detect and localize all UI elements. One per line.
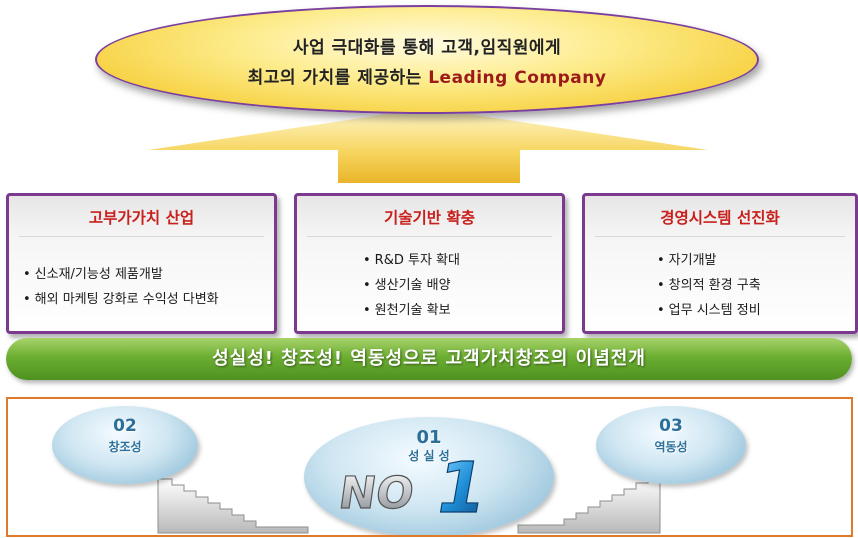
list-item: 창의적 환경 구축 bbox=[657, 273, 761, 298]
list-item: 업무 시스템 정비 bbox=[657, 298, 761, 323]
vision-line-2: 최고의 가치를 제공하는 Leading Company bbox=[97, 63, 757, 88]
digit-one: 1 bbox=[429, 447, 492, 526]
list-item: 신소재/기능성 제품개발 bbox=[23, 262, 219, 287]
vision-accent: Leading Company bbox=[428, 68, 607, 88]
strategy-box-high-value: 고부가가치 산업 신소재/기능성 제품개발 해외 마케팅 강화로 수익성 다변화 bbox=[6, 193, 277, 334]
divider bbox=[595, 236, 845, 237]
value-label: 성 실 성 bbox=[408, 449, 450, 463]
value-circle-dynamism: 03 역동성 bbox=[596, 406, 746, 484]
list-item: 자기개발 bbox=[657, 248, 761, 273]
box-list: 자기개발 창의적 환경 구축 업무 시스템 정비 bbox=[657, 248, 761, 323]
list-item: 원천기술 확보 bbox=[363, 298, 460, 323]
vision-line-1: 사업 극대화를 통해 고객,임직원에게 bbox=[292, 38, 562, 58]
value-circle-sincerity: 01 성 실 성 bbox=[304, 417, 554, 535]
divider bbox=[19, 236, 264, 237]
vision-ellipse: 사업 극대화를 통해 고객,임직원에게 최고의 가치를 제공하는 Leading… bbox=[95, 5, 759, 114]
slogan-bar: 성실성! 창조성! 역동성으로 고객가치창조의 이념전개 bbox=[6, 338, 852, 380]
value-label: 창조성 bbox=[108, 440, 142, 454]
box-title: 고부가가치 산업 bbox=[88, 209, 195, 227]
value-number: 01 bbox=[416, 427, 442, 448]
box-list: R&D 투자 확대 생산기술 배양 원천기술 확보 bbox=[363, 248, 460, 323]
vision-line-2-prefix: 최고의 가치를 제공하는 bbox=[247, 68, 429, 88]
value-number: 02 bbox=[113, 416, 137, 436]
divider bbox=[307, 236, 552, 237]
no1-badge: NO 1 bbox=[340, 447, 493, 526]
strategy-box-technology: 기술기반 확충 R&D 투자 확대 생산기술 배양 원천기술 확보 bbox=[294, 193, 565, 334]
value-label: 역동성 bbox=[654, 440, 688, 454]
value-number: 03 bbox=[659, 416, 683, 436]
box-list: 신소재/기능성 제품개발 해외 마케팅 강화로 수익성 다변화 bbox=[23, 262, 219, 312]
list-item: 해외 마케팅 강화로 수익성 다변화 bbox=[23, 287, 219, 312]
no-text: NO bbox=[340, 468, 417, 519]
values-panel: 02 창조성 01 성 실 성 03 역동성 bbox=[6, 397, 853, 537]
strategy-box-management: 경영시스템 선진화 자기개발 창의적 환경 구축 업무 시스템 정비 bbox=[582, 193, 858, 334]
list-item: R&D 투자 확대 bbox=[363, 248, 460, 273]
box-title: 경영시스템 선진화 bbox=[660, 209, 780, 227]
list-item: 생산기술 배양 bbox=[363, 273, 460, 298]
box-title: 기술기반 확충 bbox=[384, 209, 475, 227]
value-circle-creativity: 02 창조성 bbox=[52, 406, 198, 484]
